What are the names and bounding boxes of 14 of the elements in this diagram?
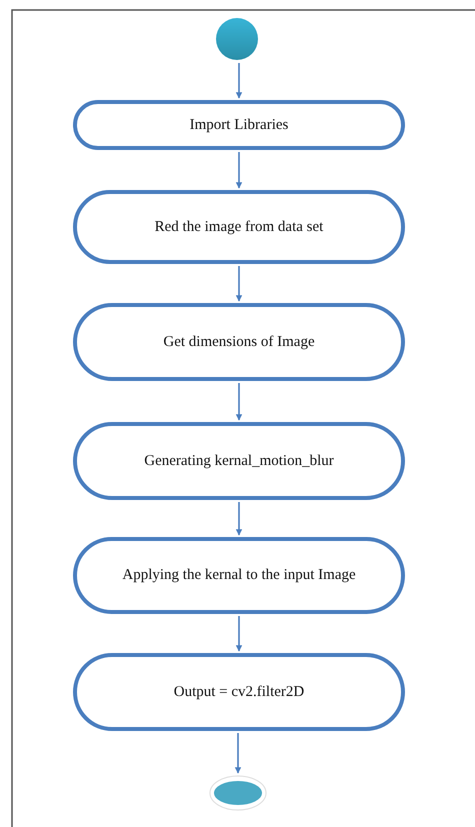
arrow [236, 616, 242, 652]
arrow [236, 63, 242, 99]
arrow [236, 266, 242, 302]
step-text: Generating kernal_motion_blur [144, 452, 334, 470]
arrow [234, 733, 242, 774]
arrow [236, 152, 242, 189]
arrow [236, 383, 242, 421]
step-text: Output = cv2.filter2D [174, 682, 304, 702]
arrow [236, 502, 242, 536]
process-pill [73, 100, 405, 150]
step-text: Import Libraries [190, 116, 288, 134]
step-text: Get dimensions of Image [163, 332, 315, 352]
step-text: Red the image from data set [154, 218, 324, 236]
step-text: Applying the kernal to the input Image [122, 566, 356, 585]
